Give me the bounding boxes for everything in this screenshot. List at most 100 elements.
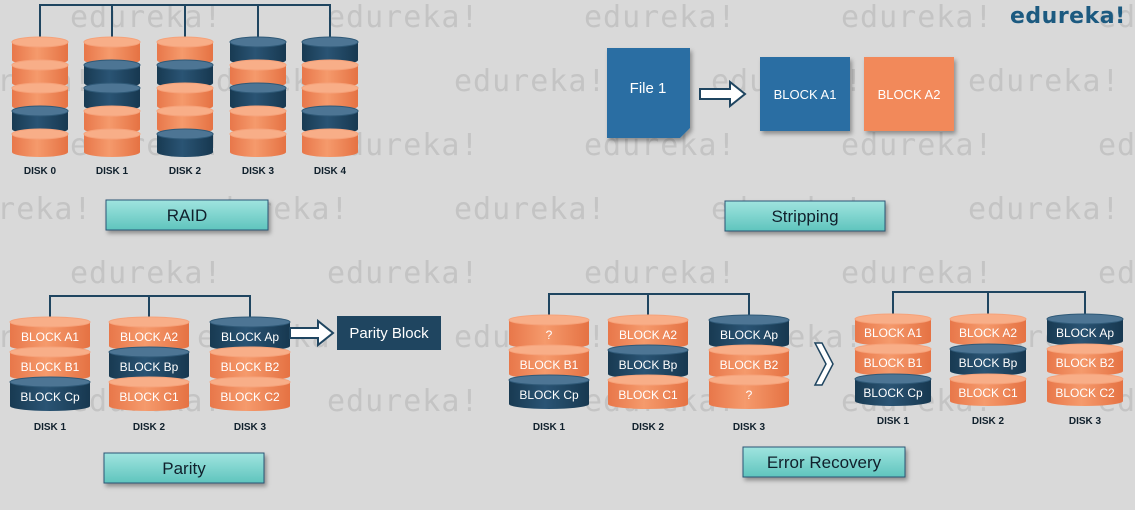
disk-block: [708, 374, 790, 409]
raid-disk-2: DISK 2: [156, 36, 214, 177]
parity-block-label: Parity Block: [349, 325, 429, 342]
disk-block-label: ?: [546, 328, 553, 342]
disk-platter: [301, 36, 359, 65]
raid-disk-4: DISK 4: [301, 36, 359, 177]
disk-label: DISK 2: [632, 422, 665, 433]
disk-block-label: ?: [746, 388, 753, 402]
disk-block-label: BLOCK Ap: [221, 330, 279, 344]
disk-block-label: BLOCK B1: [864, 356, 923, 370]
disk-block: [108, 376, 190, 411]
file-1-icon: [607, 48, 690, 138]
stripping-section: File 1 BLOCK A1 BLOCK A2 Stripping: [607, 48, 954, 232]
stripping-block-a2: [864, 57, 954, 131]
disk-platter: [229, 82, 287, 111]
disk-block: [607, 344, 689, 379]
disk-block: [209, 376, 291, 411]
disk-label: DISK 2: [972, 416, 1005, 427]
disk-block: [9, 316, 91, 351]
disk-block-label: BLOCK C1: [618, 388, 678, 402]
er-after-connector-lines: [892, 291, 1086, 314]
disk-block-label: BLOCK C2: [1055, 386, 1115, 400]
disk-block: [949, 313, 1027, 346]
disk-block-label: BLOCK C1: [958, 386, 1018, 400]
disk-platter: [156, 36, 214, 65]
disk-label: DISK 1: [877, 416, 910, 427]
disk-block-label: BLOCK A2: [120, 330, 178, 344]
disk-block: [508, 344, 590, 379]
disk-block: [508, 374, 590, 409]
disk-block-label: BLOCK Cp: [863, 386, 923, 400]
disk-block-label: BLOCK C2: [220, 390, 280, 404]
disk-block: [209, 346, 291, 381]
parity-block-box: [337, 316, 441, 350]
disk-platter: [156, 82, 214, 111]
raid-disk-0: DISK 0: [11, 36, 69, 177]
stripping-block-a2-label: BLOCK A2: [878, 87, 941, 102]
raid-section: DISK 0 DISK 1 DISK 2 DISK 3 DISK 4 RAID: [11, 4, 359, 231]
disk-block-label: BLOCK Bp: [959, 356, 1018, 370]
raid-disk-label: DISK 3: [242, 166, 275, 177]
edureka-logo: edureka!: [1010, 4, 1126, 29]
disk-platter: [229, 105, 287, 134]
raid-disk-3: DISK 3: [229, 36, 287, 177]
parity-label-box: [103, 452, 265, 484]
raid-label: RAID: [167, 206, 208, 225]
disk-platter: [83, 59, 141, 88]
stripping-block-a1-label: BLOCK A1: [774, 87, 837, 102]
disk-platter: [301, 128, 359, 157]
raid-label-box: [105, 199, 269, 231]
parity-label: Parity: [162, 459, 206, 478]
disk-label: DISK 1: [34, 422, 67, 433]
raid-disk-label: DISK 0: [24, 166, 57, 177]
disk-block-label: BLOCK A2: [959, 326, 1017, 340]
disk-label: DISK 1: [533, 422, 566, 433]
parity-connector-lines: [49, 295, 251, 318]
disk-block-label: BLOCK C1: [119, 390, 179, 404]
raid-disk-1: DISK 1: [83, 36, 141, 177]
er-before-disk-1: ? BLOCK B1 BLOCK Cp DISK 1: [508, 314, 590, 433]
stripping-arrow-icon: [699, 79, 747, 109]
disk-platter: [301, 59, 359, 88]
disk-platter: [229, 36, 287, 65]
file-1-label: File 1: [630, 80, 667, 97]
disk-block: [108, 346, 190, 381]
disk-platter: [83, 128, 141, 157]
stripping-block-a1: [760, 57, 850, 131]
disk-block-label: BLOCK Cp: [519, 388, 579, 402]
er-before-connector-lines: [548, 293, 750, 316]
disk-block-label: BLOCK B1: [520, 358, 579, 372]
disk-label: DISK 3: [733, 422, 766, 433]
disk-platter: [156, 105, 214, 134]
raid-connector-lines: [39, 4, 331, 38]
disk-block: [1046, 373, 1124, 406]
disk-block-label: BLOCK B2: [1056, 356, 1115, 370]
parity-arrow-icon: [289, 318, 335, 348]
disk-block-label: BLOCK Ap: [720, 328, 778, 342]
disk-platter: [11, 82, 69, 111]
error-recovery-section: ? BLOCK B1 BLOCK Cp DISK 1 BLOCK A2 BLOCK Bp B…: [508, 291, 1124, 478]
disk-block: [949, 373, 1027, 406]
disk-block-label: BLOCK A1: [21, 330, 79, 344]
disk-platter: [301, 105, 359, 134]
stripping-label-box: [724, 200, 886, 232]
er-after-disk-1: BLOCK A1 BLOCK B1 BLOCK Cp DISK 1: [854, 313, 932, 427]
disk-platter: [229, 59, 287, 88]
disk-platter: [11, 105, 69, 134]
disk-label: DISK 2: [133, 422, 166, 433]
disk-block-label: BLOCK Cp: [20, 390, 80, 404]
disk-block: [209, 316, 291, 351]
disk-block: [508, 314, 590, 349]
disk-platter: [156, 128, 214, 157]
disk-block: [708, 314, 790, 349]
disk-block: [854, 373, 932, 406]
disk-block: [9, 376, 91, 411]
disk-block-label: BLOCK A1: [864, 326, 922, 340]
disk-block: [854, 313, 932, 346]
